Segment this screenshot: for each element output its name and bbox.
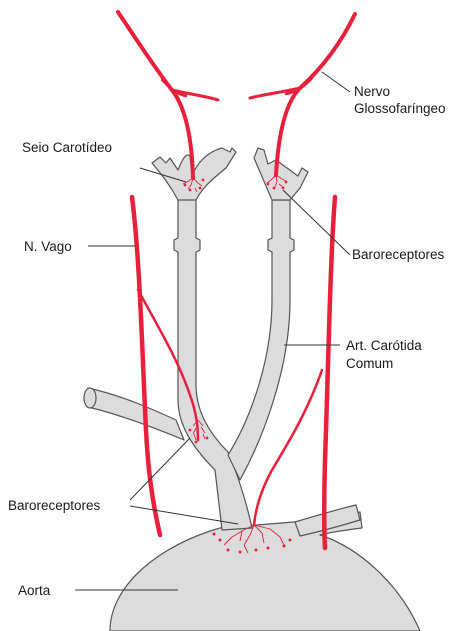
- leader-nervo: [322, 72, 350, 92]
- label-art-carotida-line1: Art. Carótida: [346, 338, 422, 353]
- leader-baroreceptores-lower-1: [130, 438, 190, 500]
- glossopharyngeal-nerve-left: [118, 12, 218, 178]
- label-aorta: Aorta: [18, 583, 51, 598]
- left-carotid-vessel: [84, 148, 252, 530]
- label-seio-carotideo: Seio Carotídeo: [22, 140, 112, 155]
- label-nervo-line2: Glossofaríngeo: [354, 101, 446, 116]
- leader-lines: [75, 72, 350, 590]
- label-n-vago: N. Vago: [24, 239, 72, 254]
- label-baroreceptores-lower: Baroreceptores: [8, 498, 101, 513]
- label-nervo-line1: Nervo: [354, 84, 390, 99]
- label-baroreceptores-upper: Baroreceptores: [352, 247, 445, 262]
- label-art-carotida-line2: Comum: [346, 356, 393, 371]
- glossopharyngeal-nerve-right: [250, 14, 355, 175]
